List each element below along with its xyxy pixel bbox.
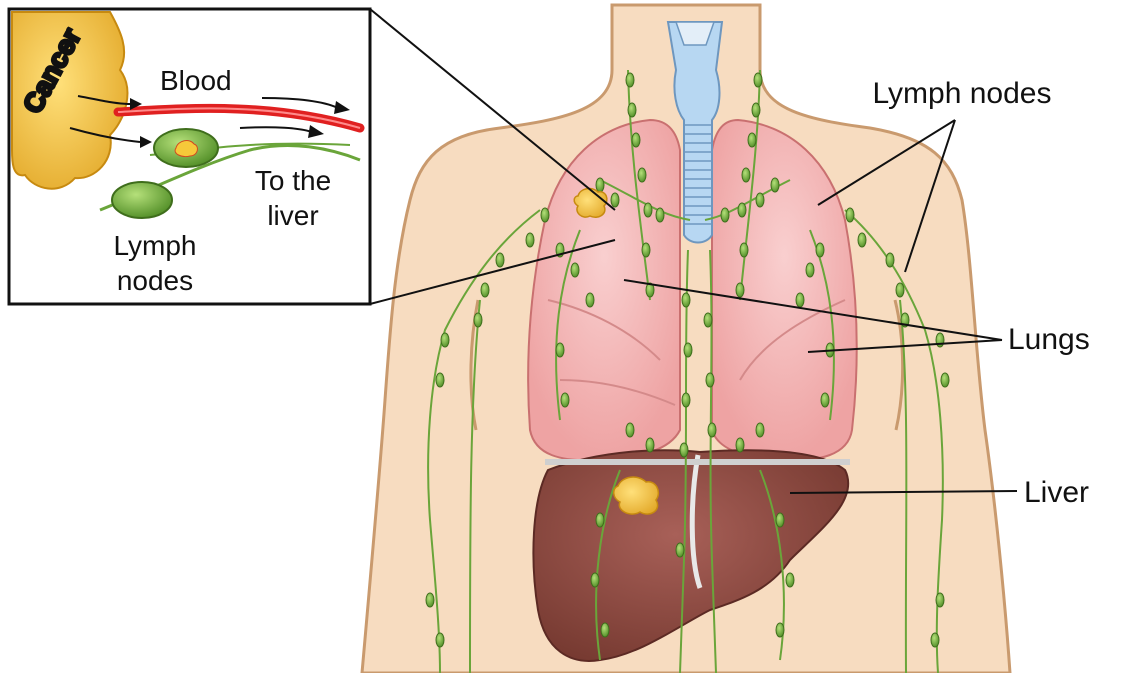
lymph-node xyxy=(644,203,652,217)
inset-node xyxy=(112,182,172,218)
lymph-node xyxy=(632,133,640,147)
inset-label-lymph: Lymph xyxy=(113,230,196,261)
lymph-node xyxy=(786,573,794,587)
lymph-node xyxy=(740,243,748,257)
lymph-node xyxy=(846,208,854,222)
lymph-node xyxy=(704,313,712,327)
lymph-node xyxy=(756,193,764,207)
lymph-node xyxy=(676,543,684,557)
label-liver: Liver xyxy=(1024,476,1089,509)
lymph-node xyxy=(646,438,654,452)
lymph-node xyxy=(816,243,824,257)
lymph-node xyxy=(941,373,949,387)
lymph-node xyxy=(776,513,784,527)
lymph-node xyxy=(858,233,866,247)
lymph-node xyxy=(736,438,744,452)
lymph-node xyxy=(628,103,636,117)
lymph-node xyxy=(752,103,760,117)
lymph-node xyxy=(684,343,692,357)
lymph-node xyxy=(626,73,634,87)
lymph-node xyxy=(706,373,714,387)
lymph-node xyxy=(474,313,482,327)
cancer-spot-liver xyxy=(614,477,659,514)
lymph-node xyxy=(796,293,804,307)
lymph-node xyxy=(586,293,594,307)
lymph-node xyxy=(638,168,646,182)
lymph-node xyxy=(806,263,814,277)
lymph-node xyxy=(754,73,762,87)
lymph-node xyxy=(626,423,634,437)
lymph-node xyxy=(742,168,750,182)
lymph-node xyxy=(708,423,716,437)
lymph-node xyxy=(886,253,894,267)
lymph-node xyxy=(526,233,534,247)
inset-label-to-the: To the xyxy=(255,165,331,196)
lymph-node xyxy=(426,593,434,607)
lymph-node xyxy=(556,343,564,357)
lymph-node xyxy=(436,373,444,387)
lymph-node xyxy=(756,423,764,437)
lymph-node xyxy=(642,243,650,257)
inset-label-blood: Blood xyxy=(160,65,232,96)
inset-label-liver: liver xyxy=(267,200,318,231)
lymph-node xyxy=(596,178,604,192)
lymph-node xyxy=(821,393,829,407)
label-lungs: Lungs xyxy=(1008,323,1090,356)
lymph-node xyxy=(656,208,664,222)
lymph-node xyxy=(436,633,444,647)
lymph-node xyxy=(776,623,784,637)
lymph-node xyxy=(771,178,779,192)
lymph-node xyxy=(680,443,688,457)
lymph-node xyxy=(596,513,604,527)
lymph-node xyxy=(571,263,579,277)
cancer-spot-lung xyxy=(574,189,607,218)
lymph-node xyxy=(721,208,729,222)
lymph-node xyxy=(441,333,449,347)
lymph-node xyxy=(682,293,690,307)
lymph-node xyxy=(748,133,756,147)
lymph-node xyxy=(736,283,744,297)
lymph-node xyxy=(931,633,939,647)
inset-label-nodes: nodes xyxy=(117,265,193,296)
lymph-node xyxy=(561,393,569,407)
lymph-node xyxy=(541,208,549,222)
lymph-node xyxy=(611,193,619,207)
lymph-node xyxy=(481,283,489,297)
lymph-node xyxy=(896,283,904,297)
lymph-node xyxy=(738,203,746,217)
lymph-node xyxy=(591,573,599,587)
lymph-node xyxy=(601,623,609,637)
label-lymph-nodes: Lymph nodes xyxy=(872,77,1051,110)
lymph-node xyxy=(682,393,690,407)
lymph-node xyxy=(936,593,944,607)
lymph-node xyxy=(496,253,504,267)
